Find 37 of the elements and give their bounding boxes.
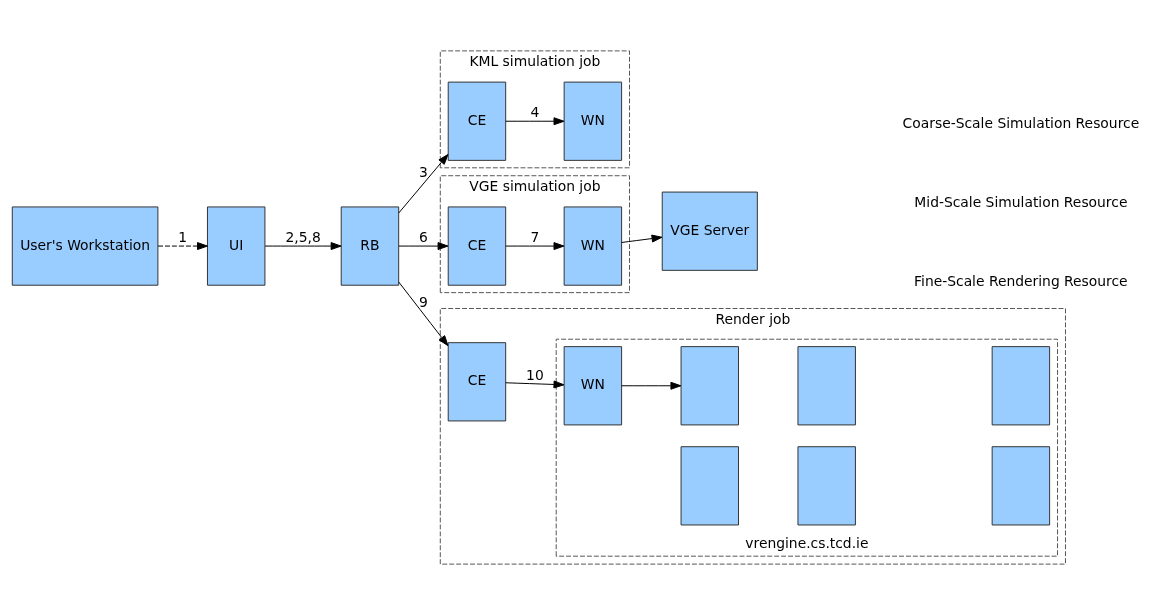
node-box: RB xyxy=(340,205,400,286)
node-box xyxy=(797,345,856,425)
node-box: VGE Server xyxy=(661,191,758,271)
edge-label: 2,5,8 xyxy=(285,228,321,245)
node-box: CE xyxy=(447,205,507,286)
label: Coarse-Scale Simulation Resource xyxy=(902,114,1140,131)
arrow xyxy=(398,153,449,213)
node-box: User's Workstation xyxy=(11,205,159,286)
edge-label: 4 xyxy=(530,103,540,120)
edge-label: 1 xyxy=(178,228,188,245)
edge-label: 9 xyxy=(419,293,428,310)
arrow xyxy=(157,241,208,250)
arrow xyxy=(398,281,449,346)
arrow xyxy=(505,380,565,388)
node-box: WN xyxy=(563,81,623,161)
arrow xyxy=(621,234,663,243)
edge-label: 6 xyxy=(419,228,428,245)
edge-label: 7 xyxy=(530,228,540,245)
label: Mid-Scale Simulation Resource xyxy=(914,193,1128,210)
node-box: WN xyxy=(563,345,623,425)
edge-label: 10 xyxy=(526,366,544,383)
node-box xyxy=(680,445,739,525)
node-box: CE xyxy=(447,81,507,161)
node-box: CE xyxy=(447,341,507,421)
arrow xyxy=(398,241,449,250)
node-box xyxy=(991,445,1051,525)
node-box xyxy=(680,345,739,425)
edge-label: 3 xyxy=(419,163,428,180)
arrow xyxy=(505,116,565,125)
node-box xyxy=(991,345,1051,425)
node-box xyxy=(797,445,856,525)
label: Fine-Scale Rendering Resource xyxy=(914,272,1128,289)
arrow xyxy=(621,381,682,390)
arrow xyxy=(264,241,342,250)
node-box: WN xyxy=(563,205,623,286)
node-box: UI xyxy=(206,205,266,286)
arrow xyxy=(505,241,565,250)
